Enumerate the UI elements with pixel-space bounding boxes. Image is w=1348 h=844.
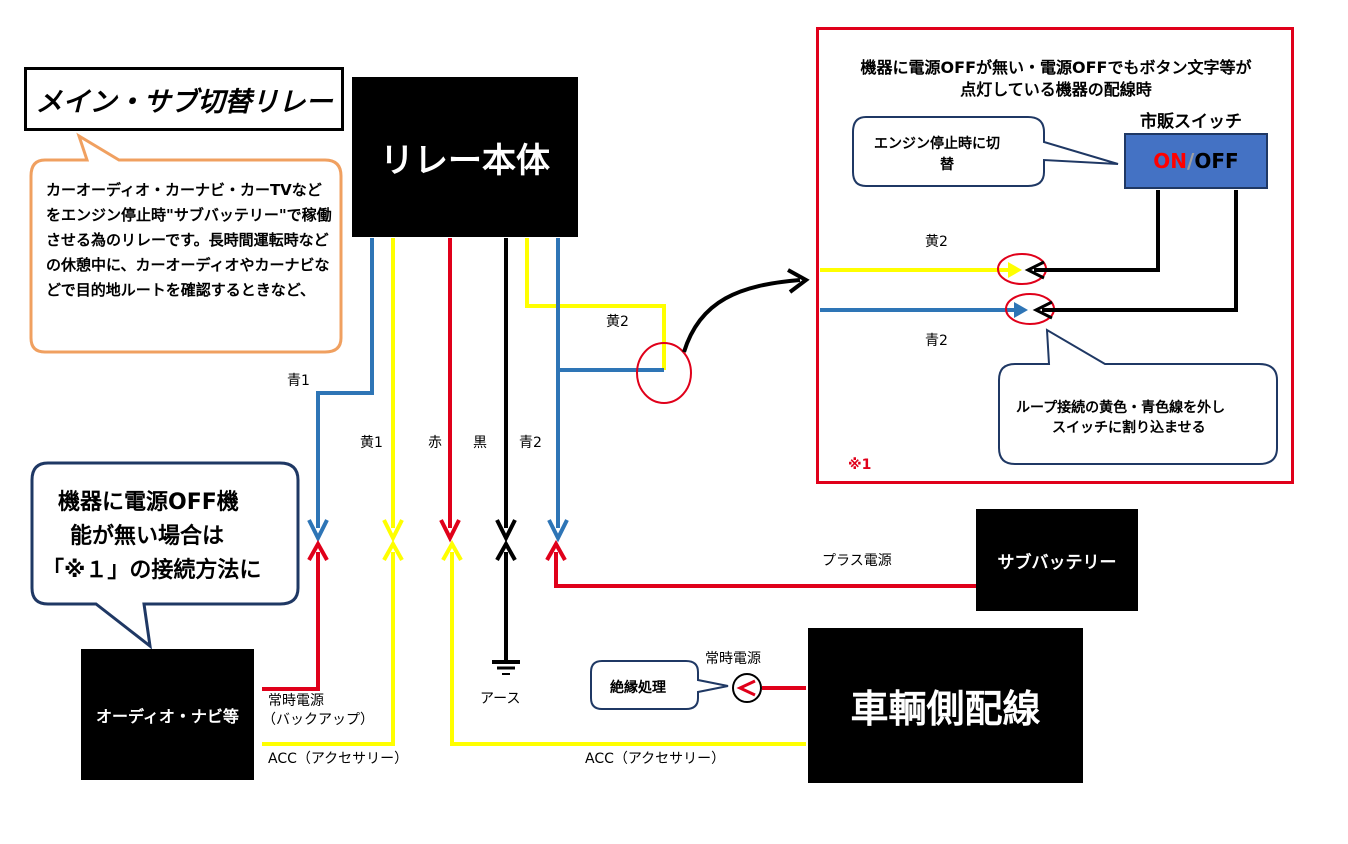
arrow-black-up	[495, 539, 517, 561]
arrowhead-to-panel	[787, 268, 810, 294]
panel-heading-line1: 機器に電源OFFが無い・電源OFFでもボタン文字等が	[860, 58, 1252, 77]
audio-navi-block: オーディオ・ナビ等	[81, 649, 254, 780]
label-yellow1: 黄1	[360, 435, 383, 451]
panel-heading-line2: 点灯している機器の配線時	[960, 80, 1152, 99]
panel-label-yellow2: 黄2	[925, 234, 948, 250]
switch-off-label: OFF	[1194, 149, 1239, 173]
switch-on-label: ON	[1153, 149, 1188, 173]
arrow-red-down	[439, 519, 461, 543]
arrow-red-up-right	[545, 539, 567, 561]
switch-wire-off	[1042, 190, 1238, 312]
label-yellow2-loop: 黄2	[606, 314, 629, 330]
label-constant-backup-2: （バックアップ）	[262, 712, 374, 728]
engine-bubble-line1: エンジン停止時に切	[874, 133, 1000, 153]
note-bubble-line2: 能が無い場合は	[70, 518, 225, 550]
insulation-bubble-text: 絶縁処理	[610, 677, 666, 697]
label-acc-right: ACC（アクセサリー）	[585, 751, 726, 767]
sub-battery-block: サブバッテリー	[976, 509, 1138, 611]
label-red: 赤	[428, 435, 442, 451]
wire-yellow2-loop	[525, 238, 666, 370]
switch-slash: /	[1187, 149, 1195, 173]
loop-bubble-line1: ループ接続の黄色・青色線を外し	[1016, 397, 1226, 417]
wire-yellow-acc-left	[262, 552, 395, 746]
arrow-yellow-up-left	[382, 539, 404, 561]
panel-label-blue2: 青2	[925, 333, 948, 349]
commercial-switch[interactable]: ON / OFF	[1124, 133, 1268, 189]
loop-highlight-circle	[636, 342, 692, 404]
wire-red-plus	[554, 552, 976, 588]
arrow-blue1-down	[307, 519, 329, 543]
arrow-yellow1-down	[382, 519, 404, 543]
label-blue1: 青1	[287, 373, 310, 389]
arrow-black-down	[495, 519, 517, 543]
label-blue2: 青2	[519, 435, 542, 451]
relay-body-block: リレー本体	[352, 77, 578, 237]
arrow-red-up-left	[307, 539, 329, 561]
label-acc-left: ACC（アクセサリー）	[268, 751, 409, 767]
arrow-blue2-down	[547, 519, 569, 543]
diagram-title: メイン・サブ切替リレー	[24, 67, 344, 131]
label-ground: アース	[480, 691, 521, 707]
label-constant-power: 常時電源	[705, 651, 761, 667]
label-constant-backup-1: 常時電源	[268, 693, 324, 709]
note-bubble-line1: 機器に電源OFF機	[58, 484, 239, 516]
wiring-panel-1	[816, 27, 1294, 484]
switch-wire-on	[1034, 190, 1160, 272]
arrow-yellow-up-mid	[441, 539, 463, 561]
wire-blue1	[316, 238, 374, 528]
label-black: 黒	[473, 435, 487, 451]
vehicle-wiring-block: 車輌側配線	[808, 628, 1083, 783]
engine-bubble-line2: 替	[940, 154, 954, 174]
note-bubble-line3: 「※１」の接続方法に	[42, 552, 262, 584]
curve-arrow-to-panel	[682, 278, 801, 353]
wire-red-backup	[262, 552, 320, 691]
switch-title: 市販スイッチ	[1140, 112, 1242, 132]
label-plus-power: プラス電源	[822, 553, 892, 569]
intro-bubble-text: カーオーディオ・カーナビ・カーTVなどをエンジン停止時"サブバッテリー"で稼働さ…	[46, 178, 336, 303]
ground-symbol	[492, 660, 520, 675]
loop-bubble-line2: スイッチに割り込ませる	[1052, 417, 1206, 437]
wire-yellow-acc-right	[450, 552, 806, 746]
panel-note-mark: ※1	[848, 457, 872, 473]
